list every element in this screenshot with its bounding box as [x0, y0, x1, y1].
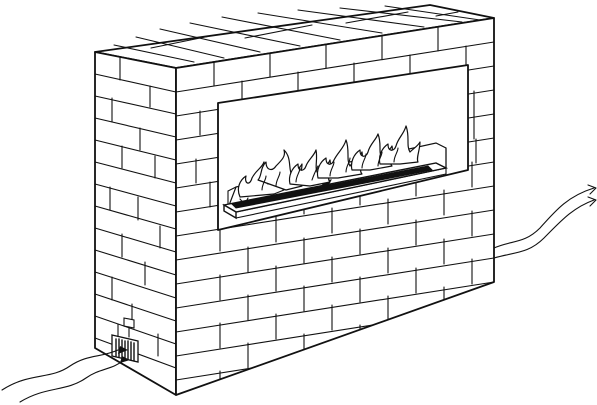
warm-air-outlet-arrows — [494, 185, 596, 258]
